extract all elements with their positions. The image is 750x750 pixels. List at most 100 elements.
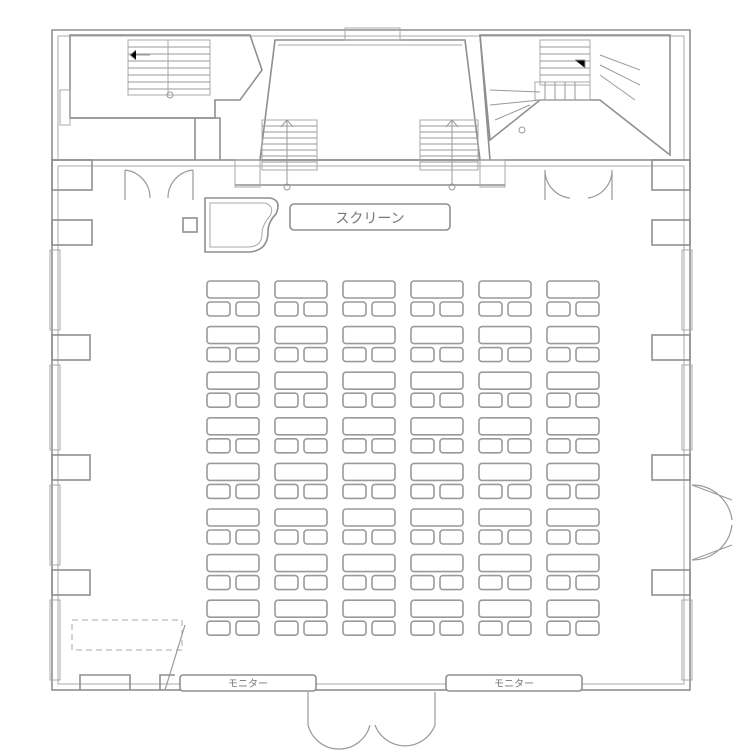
chair <box>303 437 328 454</box>
desk <box>410 599 464 619</box>
desk-unit <box>206 553 260 591</box>
chair <box>478 574 503 591</box>
chair <box>546 483 571 500</box>
chair <box>478 301 503 317</box>
chair <box>546 392 571 409</box>
desk <box>342 553 396 573</box>
chair <box>342 346 367 363</box>
desk <box>274 416 328 436</box>
desk <box>206 462 260 482</box>
chair <box>371 392 396 409</box>
desk-unit <box>410 599 464 637</box>
chair <box>410 392 435 409</box>
center-stair-area <box>234 27 506 191</box>
desk <box>206 280 260 299</box>
chair <box>371 346 396 363</box>
chair <box>546 301 571 317</box>
desk-unit <box>342 599 396 637</box>
chair <box>235 437 260 454</box>
chair <box>274 574 299 591</box>
chair <box>575 574 600 591</box>
desk-unit <box>274 508 328 545</box>
chair <box>206 301 231 317</box>
desk <box>342 508 396 527</box>
desk-unit <box>410 416 464 454</box>
desk-unit <box>274 462 328 500</box>
chair <box>235 620 260 637</box>
chair <box>575 346 600 363</box>
desk <box>410 462 464 482</box>
desk <box>342 280 396 299</box>
desk <box>274 325 328 345</box>
desk <box>206 325 260 345</box>
desk-unit <box>206 416 260 454</box>
desk <box>342 599 396 619</box>
chair <box>303 392 328 409</box>
chair <box>507 620 532 637</box>
desk-unit <box>342 371 396 409</box>
desk-unit <box>342 553 396 591</box>
chair <box>575 301 600 317</box>
desk-unit <box>478 280 532 317</box>
chair <box>546 529 571 545</box>
chair <box>235 574 260 591</box>
desk <box>410 280 464 299</box>
chair <box>478 620 503 637</box>
desk <box>546 280 600 299</box>
chair <box>410 437 435 454</box>
desk-unit <box>342 462 396 500</box>
desk <box>410 508 464 527</box>
chair <box>478 346 503 363</box>
chair <box>235 301 260 317</box>
chair <box>575 392 600 409</box>
chair <box>507 574 532 591</box>
desk <box>342 462 396 482</box>
chair <box>303 529 328 545</box>
chair <box>410 483 435 500</box>
chair <box>439 574 464 591</box>
desk <box>410 553 464 573</box>
desk-unit <box>410 553 464 591</box>
chair <box>342 483 367 500</box>
chair <box>303 574 328 591</box>
desk <box>342 416 396 436</box>
desk-unit <box>274 325 328 363</box>
desk-unit <box>206 599 260 637</box>
podium <box>182 217 198 233</box>
chair <box>303 620 328 637</box>
chair <box>546 346 571 363</box>
desk-unit <box>410 280 464 317</box>
chair <box>478 392 503 409</box>
chair <box>235 392 260 409</box>
chair <box>206 346 231 363</box>
chair <box>478 529 503 545</box>
desk-unit <box>206 325 260 363</box>
desk <box>206 508 260 527</box>
desk-unit <box>274 371 328 409</box>
desk <box>342 371 396 391</box>
desk <box>478 371 532 391</box>
chair <box>410 620 435 637</box>
chair <box>206 392 231 409</box>
desk <box>478 553 532 573</box>
desk <box>206 599 260 619</box>
chair <box>274 301 299 317</box>
chair <box>274 529 299 545</box>
chair <box>371 620 396 637</box>
piano <box>204 197 279 253</box>
chair <box>410 529 435 545</box>
desk <box>546 508 600 527</box>
chair <box>371 437 396 454</box>
chair <box>371 483 396 500</box>
desk-unit <box>546 280 600 317</box>
desk <box>478 462 532 482</box>
desk-unit <box>546 462 600 500</box>
chair <box>274 346 299 363</box>
desk <box>410 371 464 391</box>
desk-unit <box>546 416 600 454</box>
chair <box>342 620 367 637</box>
chair <box>206 620 231 637</box>
desk <box>410 416 464 436</box>
desk <box>546 599 600 619</box>
